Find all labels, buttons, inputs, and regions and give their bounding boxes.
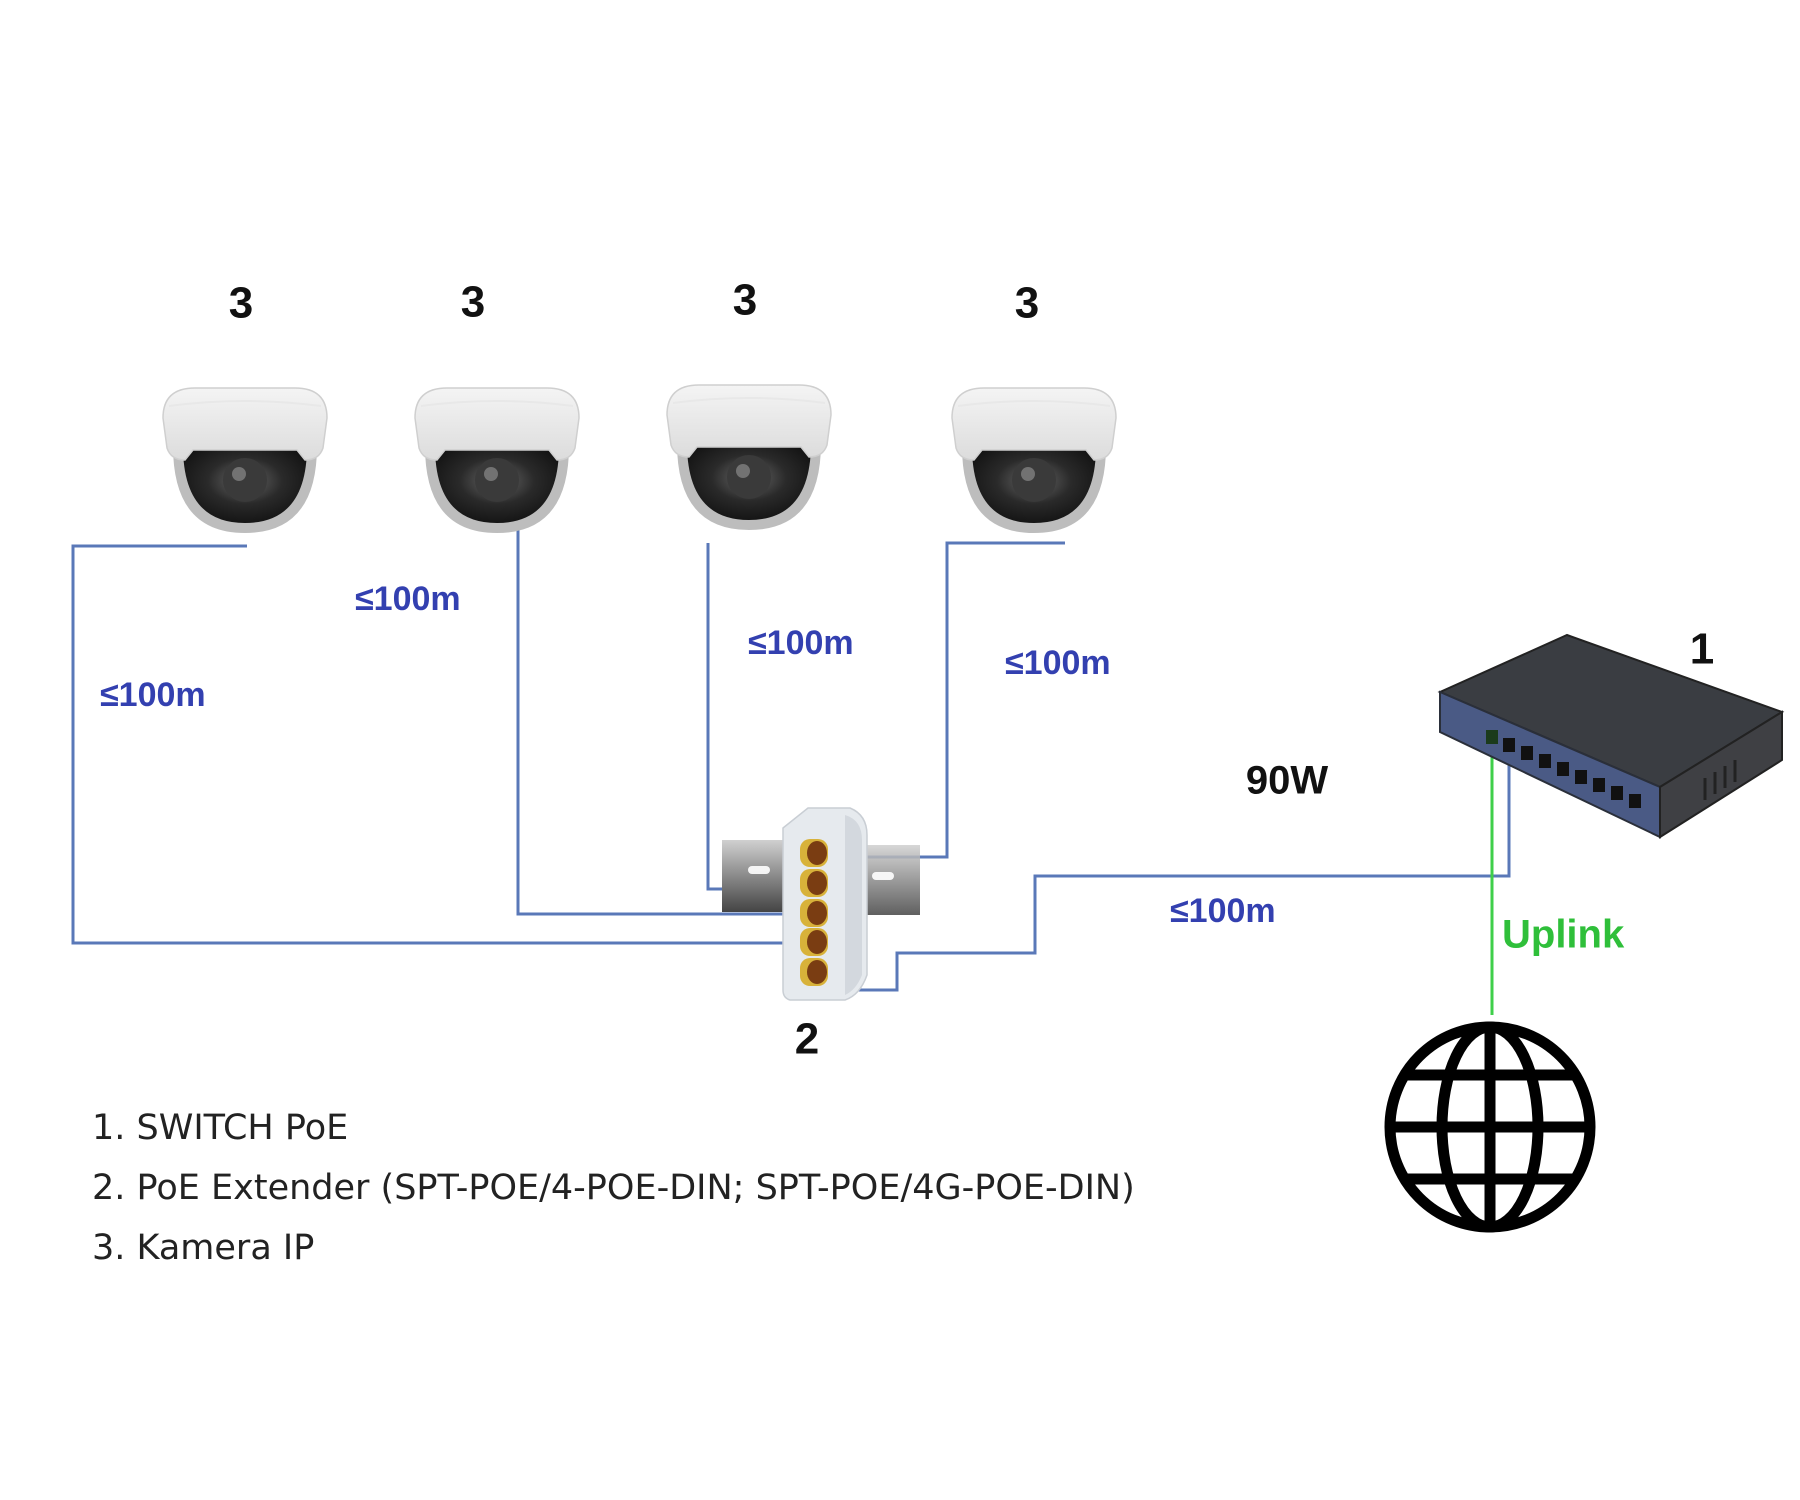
wire-camera-4	[830, 541, 1065, 859]
camera-2	[414, 387, 580, 534]
camera-4-label: 3	[1015, 279, 1039, 328]
distance-label-switch: ≤100m	[1170, 892, 1276, 930]
din-rail-right	[865, 845, 920, 915]
extender-label: 2	[795, 1015, 819, 1064]
switch-side-face	[1659, 710, 1783, 839]
switch-vents	[1703, 760, 1737, 800]
camera-2-label: 3	[461, 278, 485, 327]
power-label: 90W	[1246, 759, 1328, 803]
legend-item-camera: 3. Kamera IP	[92, 1228, 315, 1268]
extender-ports	[800, 839, 828, 986]
distance-label-camera-2: ≤100m	[355, 580, 461, 618]
globe-icon	[1384, 1021, 1596, 1233]
wire-camera-1	[71, 544, 805, 945]
poe-extender	[722, 807, 920, 1001]
legend-item-switch: 1. SWITCH PoE	[92, 1108, 349, 1148]
wire-camera-2	[516, 528, 805, 916]
camera-1-label: 3	[229, 279, 253, 328]
din-rail-left	[722, 840, 792, 912]
wire-extender-to-switch	[832, 742, 1511, 992]
poe-switch	[1437, 633, 1785, 839]
uplink-label: Uplink	[1502, 913, 1625, 957]
distance-label-camera-1: ≤100m	[100, 676, 206, 714]
switch-ports	[1486, 730, 1641, 808]
camera-1	[162, 387, 328, 534]
legend: 1. SWITCH PoE 2. PoE Extender (SPT-POE/4…	[92, 1098, 1135, 1278]
switch-label: 1	[1690, 625, 1714, 674]
distance-label-camera-3: ≤100m	[748, 624, 854, 662]
camera-3-label: 3	[733, 276, 757, 325]
camera-3	[666, 384, 832, 531]
camera-4	[951, 387, 1117, 534]
legend-item-extender: 2. PoE Extender (SPT-POE/4-POE-DIN; SPT-…	[92, 1168, 1135, 1208]
distance-label-camera-4: ≤100m	[1005, 644, 1111, 682]
